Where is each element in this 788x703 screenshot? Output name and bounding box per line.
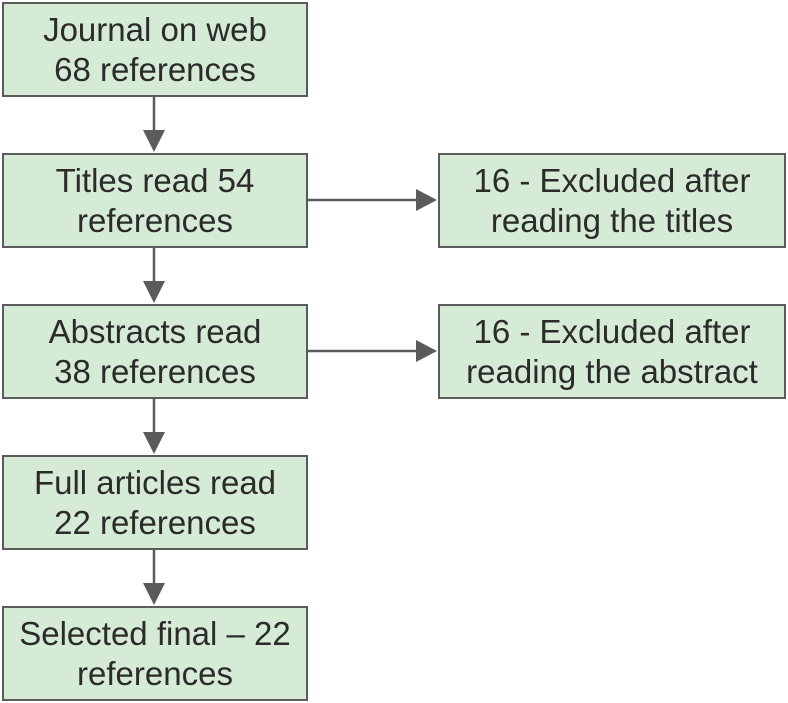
- step-journal-line2: 68 references: [54, 50, 256, 88]
- step-selected-line1: Selected final – 22: [19, 614, 291, 652]
- step-full-articles-line2: 22 references: [54, 503, 256, 541]
- step-full-articles-line1: Full articles read: [33, 463, 277, 501]
- step-abstracts-line2: 38 references: [54, 352, 256, 390]
- arrow-step3-to-step4: [143, 399, 165, 454]
- step-selected-final-box: Selected final – 22 references: [2, 606, 308, 701]
- exclusion-titles-line2: reading the titles: [490, 201, 734, 239]
- exclusion-abstract-box: 16 - Excluded after reading the abstract: [438, 304, 786, 399]
- step-abstracts-read-box: Abstracts read 38 references: [2, 304, 308, 399]
- step-titles-line2: references: [77, 201, 233, 239]
- step-titles-read-box: Titles read 54 references: [2, 153, 308, 248]
- exclusion-abstract-line1: 16 - Excluded after: [473, 312, 751, 350]
- arrow-step2-to-exclusion1: [308, 189, 437, 211]
- step-journal-line1: Journal on web: [43, 10, 267, 48]
- arrow-step4-to-step5: [143, 550, 165, 605]
- step-full-articles-read-box: Full articles read 22 references: [2, 455, 308, 550]
- step-titles-line1: Titles read 54: [55, 161, 255, 199]
- step-selected-line2: references: [77, 654, 233, 692]
- arrow-step1-to-step2: [143, 97, 165, 152]
- step-journal-on-web-box: Journal on web 68 references: [2, 2, 308, 97]
- exclusion-titles-line1: 16 - Excluded after: [473, 161, 751, 199]
- arrow-step3-to-exclusion2: [308, 340, 437, 362]
- step-abstracts-line1: Abstracts read: [48, 312, 262, 350]
- exclusion-abstract-line2: reading the abstract: [466, 352, 758, 390]
- exclusion-titles-box: 16 - Excluded after reading the titles: [438, 153, 786, 248]
- arrow-step2-to-step3: [143, 248, 165, 303]
